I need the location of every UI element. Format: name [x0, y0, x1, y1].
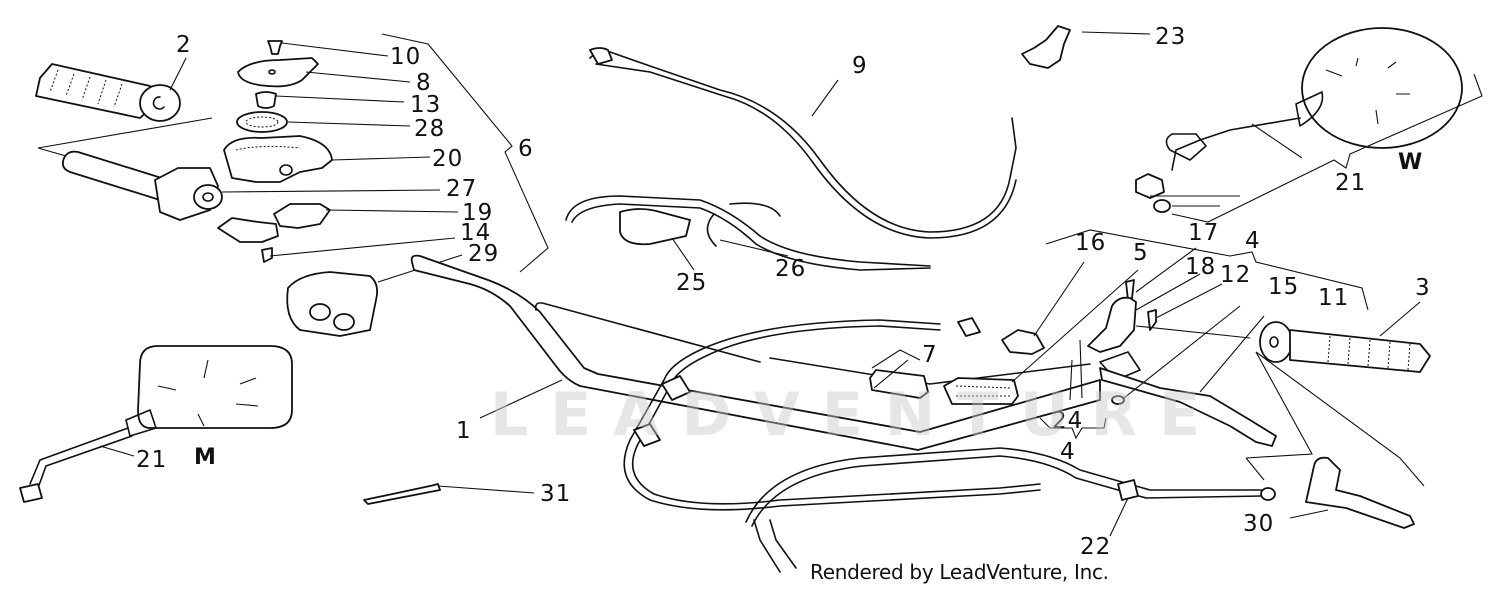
callout-c4a: 4	[1245, 228, 1261, 254]
callout-c21b: 21	[136, 447, 168, 473]
callout-c25: 25	[676, 270, 708, 296]
callout-c22: 22	[1080, 534, 1112, 560]
callout-c14: 14	[460, 220, 492, 246]
zip-tie-part	[363, 483, 441, 505]
brake-cable-part	[745, 447, 1276, 573]
callout-c21a: 21	[1335, 170, 1367, 196]
switch-part	[943, 377, 1019, 405]
callout-c13: 13	[410, 92, 442, 118]
upper-housing-part	[223, 135, 333, 183]
variant-label-m: M	[194, 445, 216, 470]
handlebar-part	[410, 254, 1101, 451]
callout-c26: 26	[775, 256, 807, 282]
callout-c7: 7	[922, 342, 938, 368]
screw-part	[267, 40, 283, 55]
variant-label-w: W	[1398, 150, 1423, 175]
wiring-harness-part	[565, 195, 931, 271]
bushing-part	[255, 91, 277, 109]
brake-lever-part	[1099, 367, 1277, 447]
callout-c10: 10	[390, 44, 422, 70]
callout-c3: 3	[1415, 275, 1431, 301]
cable-end-part	[869, 369, 929, 399]
clutch-cable-part	[623, 317, 1041, 511]
callout-c2: 2	[176, 32, 192, 58]
mirror-square-part	[19, 345, 293, 503]
left-grip-part	[35, 63, 181, 122]
callout-c16: 16	[1075, 230, 1107, 256]
callout-c5: 5	[1133, 240, 1149, 266]
callout-c4b: 4	[1060, 439, 1076, 465]
callout-c18: 18	[1185, 254, 1217, 280]
callout-c8: 8	[416, 70, 432, 96]
callout-c29: 29	[468, 241, 500, 267]
spring-plate-part	[236, 111, 288, 133]
callout-c6: 6	[518, 136, 534, 162]
callout-c24: 24	[1052, 408, 1084, 434]
callout-c9: 9	[852, 53, 868, 79]
callout-c28: 28	[414, 116, 446, 142]
mirror-round-part	[1135, 27, 1463, 213]
cable-adjuster-part	[1001, 329, 1045, 355]
throttle-housing-part	[61, 150, 223, 221]
callout-c15: 15	[1268, 274, 1300, 300]
callout-c27: 27	[446, 176, 478, 202]
switch-housing-part	[286, 271, 379, 337]
callout-c31: 31	[540, 481, 572, 507]
callout-c12: 12	[1220, 262, 1252, 288]
clamp-part	[1021, 25, 1071, 69]
throttle-cable-part	[589, 47, 1017, 239]
lever-bracket-part	[1087, 279, 1157, 381]
callout-c1: 1	[456, 418, 472, 444]
cover-part	[237, 57, 319, 88]
screw-part	[261, 247, 273, 263]
footer-credit: Rendered by LeadVenture, Inc.	[810, 560, 1109, 584]
callout-c30: 30	[1243, 511, 1275, 537]
callout-c20: 20	[432, 146, 464, 172]
callout-c23: 23	[1155, 24, 1187, 50]
callout-c19: 19	[462, 200, 494, 226]
callout-c17: 17	[1188, 220, 1220, 246]
lever-assembly-part	[1305, 456, 1415, 529]
right-grip-part	[1259, 321, 1431, 373]
callout-c11: 11	[1318, 285, 1350, 311]
lower-housing-part	[217, 203, 331, 243]
